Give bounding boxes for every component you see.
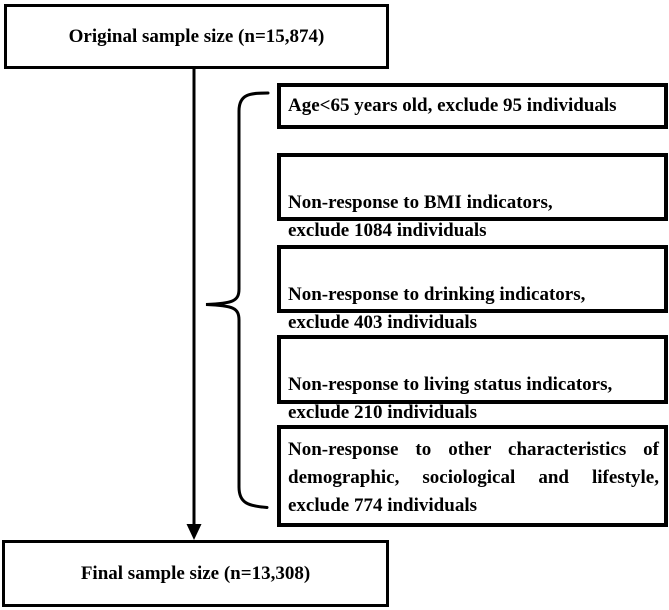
final-sample-box: Final sample size (n=13,308) <box>2 540 389 607</box>
exclusion-box-age: Age<65 years old, exclude 95 individuals <box>277 83 668 129</box>
exclusion-box-other-characteristics: Non-response to other characteristics of… <box>277 425 668 527</box>
original-sample-label: Original sample size (n=15,874) <box>68 25 325 47</box>
exclusion-drinking-label: Non-response to drinking indicators, exc… <box>288 284 586 333</box>
exclusion-brace <box>205 91 270 509</box>
exclusion-box-drinking: Non-response to drinking indicators, exc… <box>277 245 668 333</box>
exclusion-bmi-label: Non-response to BMI indicators, exclude … <box>288 192 553 241</box>
final-sample-label: Final sample size (n=13,308) <box>80 562 311 584</box>
original-sample-box: Original sample size (n=15,874) <box>4 4 389 69</box>
exclusion-other-characteristics-label: Non-response to other characteristics of… <box>288 439 659 516</box>
exclusion-living-status-label: Non-response to living status indicators… <box>288 374 613 423</box>
exclusion-box-bmi: Non-response to BMI indicators, exclude … <box>277 153 668 241</box>
exclusion-age-label: Age<65 years old, exclude 95 individuals <box>288 95 617 116</box>
arrowhead-icon <box>186 524 202 540</box>
exclusion-box-living-status: Non-response to living status indicators… <box>277 335 668 423</box>
